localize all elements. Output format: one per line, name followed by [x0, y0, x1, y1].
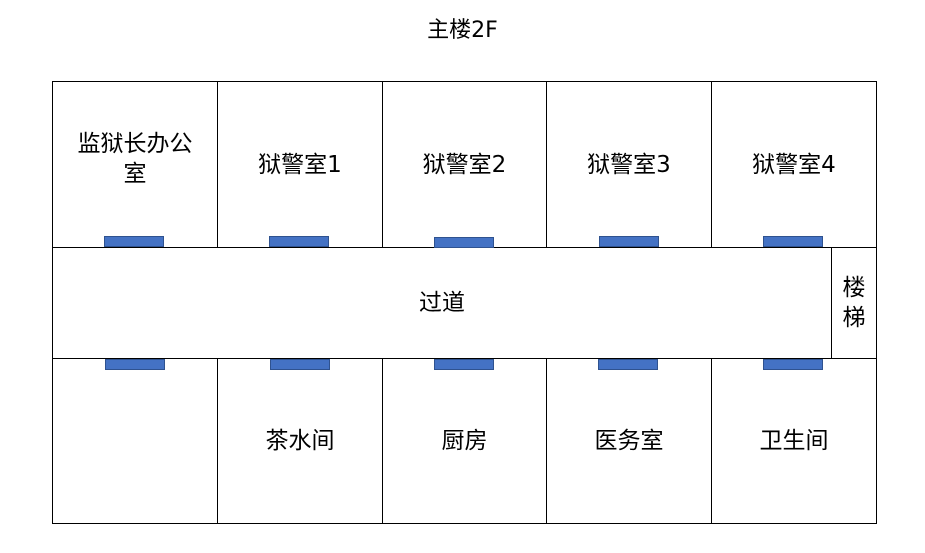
- room-label: 监狱长办公 室: [78, 129, 193, 189]
- door-icon: [763, 236, 823, 247]
- room-label: 厨房: [441, 428, 488, 454]
- corridor-label: 过道: [419, 290, 465, 316]
- room-kitchen: 厨房: [382, 358, 547, 524]
- door-icon: [104, 236, 164, 247]
- room-guard-2: 狱警室2: [382, 81, 547, 248]
- stairs-label-line2: 梯: [842, 305, 866, 331]
- room-label: 卫生间: [759, 428, 829, 454]
- room-tea: 茶水间: [217, 358, 383, 524]
- corridor: 过道: [52, 247, 832, 359]
- door-icon: [270, 359, 330, 370]
- door-icon: [434, 237, 494, 248]
- room-label-line2: 室: [123, 160, 147, 187]
- door-icon: [598, 359, 658, 370]
- room-guard-1: 狱警室1: [217, 81, 383, 248]
- room-guard-3: 狱警室3: [546, 81, 712, 248]
- room-label-line1: 监狱长办公: [77, 130, 193, 157]
- room-label: 狱警室2: [422, 151, 507, 178]
- room-warden-office: 监狱长办公 室: [52, 81, 218, 248]
- room-label: 狱警室3: [587, 151, 671, 178]
- room-label: 狱警室4: [752, 151, 836, 178]
- room-label: 茶水间: [265, 428, 335, 454]
- floor-title: 主楼2F: [427, 18, 498, 43]
- room-medical: 医务室: [546, 358, 712, 524]
- door-icon: [763, 359, 823, 370]
- door-icon: [269, 236, 329, 247]
- room-restroom: 卫生间: [711, 358, 877, 524]
- room-label: 狱警室1: [258, 151, 342, 178]
- stairs: 楼 梯: [831, 247, 877, 359]
- room-unlabeled: [52, 358, 218, 524]
- room-guard-4: 狱警室4: [711, 81, 877, 248]
- room-label: 医务室: [594, 428, 664, 454]
- stairs-label-line1: 楼: [842, 275, 866, 301]
- stairs-label: 楼 梯: [843, 273, 866, 333]
- door-icon: [105, 359, 165, 370]
- door-icon: [434, 359, 494, 370]
- door-icon: [599, 236, 659, 247]
